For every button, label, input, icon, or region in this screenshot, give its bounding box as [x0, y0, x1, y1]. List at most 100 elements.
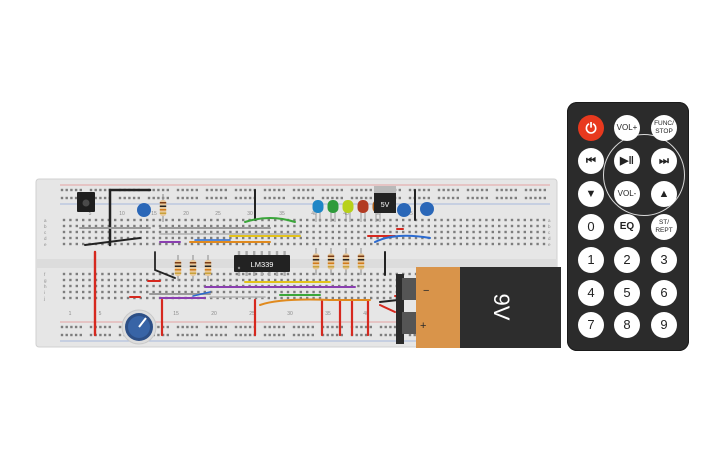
- breadboard-rail-hole[interactable]: [408, 196, 412, 200]
- capacitor[interactable]: [137, 203, 151, 217]
- breadboard-rail-hole[interactable]: [543, 188, 546, 192]
- breadboard-hole[interactable]: [363, 236, 366, 240]
- resistor[interactable]: [159, 194, 167, 222]
- breadboard-hole[interactable]: [126, 290, 130, 294]
- breadboard-rail-hole[interactable]: [282, 188, 285, 192]
- breadboard-rail-hole[interactable]: [350, 196, 354, 200]
- breadboard-rail-hole[interactable]: [277, 325, 281, 329]
- breadboard-hole[interactable]: [139, 284, 142, 288]
- breadboard-hole[interactable]: [376, 278, 379, 282]
- breadboard-hole[interactable]: [82, 290, 85, 294]
- breadboard-hole[interactable]: [382, 218, 386, 222]
- breadboard-hole[interactable]: [293, 236, 296, 240]
- breadboard-hole[interactable]: [370, 290, 373, 294]
- breadboard-hole[interactable]: [75, 236, 78, 240]
- breadboard-hole[interactable]: [88, 284, 91, 288]
- breadboard-hole[interactable]: [235, 290, 238, 294]
- breadboard-rail-hole[interactable]: [186, 333, 189, 337]
- breadboard-hole[interactable]: [184, 230, 187, 234]
- breadboard-hole[interactable]: [139, 278, 142, 282]
- breadboard-hole[interactable]: [210, 290, 213, 294]
- breadboard-hole[interactable]: [402, 242, 405, 246]
- breadboard-hole[interactable]: [472, 236, 475, 240]
- breadboard-hole[interactable]: [120, 218, 123, 222]
- breadboard-hole[interactable]: [299, 290, 302, 294]
- remote-button-n8[interactable]: 8: [614, 312, 640, 338]
- breadboard-hole[interactable]: [267, 296, 270, 300]
- breadboard-rail-hole[interactable]: [224, 325, 227, 329]
- breadboard-rail-hole[interactable]: [108, 333, 111, 337]
- breadboard-hole[interactable]: [152, 224, 155, 228]
- breadboard-hole[interactable]: [229, 224, 232, 228]
- breadboard-hole[interactable]: [325, 278, 328, 282]
- breadboard-hole[interactable]: [325, 230, 328, 234]
- breadboard-hole[interactable]: [165, 236, 168, 240]
- breadboard-rail-hole[interactable]: [302, 196, 305, 200]
- breadboard-hole[interactable]: [318, 296, 322, 300]
- breadboard-hole[interactable]: [427, 242, 430, 246]
- breadboard-rail-hole[interactable]: [340, 188, 343, 192]
- breadboard-hole[interactable]: [69, 284, 72, 288]
- breadboard-hole[interactable]: [203, 284, 206, 288]
- breadboard-hole[interactable]: [267, 230, 270, 234]
- breadboard-hole[interactable]: [248, 278, 251, 282]
- breadboard-rail-hole[interactable]: [99, 325, 102, 329]
- breadboard-hole[interactable]: [120, 224, 123, 228]
- breadboard-hole[interactable]: [242, 230, 245, 234]
- breadboard-rail-hole[interactable]: [311, 196, 314, 200]
- breadboard-hole[interactable]: [293, 224, 296, 228]
- breadboard-rail-hole[interactable]: [210, 196, 213, 200]
- breadboard-rail-hole[interactable]: [311, 325, 314, 329]
- breadboard-hole[interactable]: [408, 272, 411, 276]
- breadboard-hole[interactable]: [229, 242, 232, 246]
- breadboard-rail-hole[interactable]: [263, 333, 267, 337]
- breadboard-hole[interactable]: [146, 296, 149, 300]
- breadboard-hole[interactable]: [75, 296, 78, 300]
- breadboard-rail-hole[interactable]: [500, 188, 503, 192]
- breadboard-hole[interactable]: [158, 242, 162, 246]
- breadboard-hole[interactable]: [178, 224, 181, 228]
- breadboard-rail-hole[interactable]: [282, 196, 285, 200]
- breadboard-rail-hole[interactable]: [456, 188, 459, 192]
- breadboard-rail-hole[interactable]: [524, 196, 528, 200]
- breadboard-hole[interactable]: [171, 242, 174, 246]
- breadboard-rail-hole[interactable]: [268, 325, 271, 329]
- breadboard-rail-hole[interactable]: [248, 196, 252, 200]
- wire-red[interactable]: [379, 304, 396, 313]
- breadboard-hole[interactable]: [62, 272, 66, 276]
- breadboard-hole[interactable]: [82, 278, 85, 282]
- breadboard-hole[interactable]: [299, 242, 302, 246]
- breadboard-hole[interactable]: [261, 290, 264, 294]
- breadboard-hole[interactable]: [158, 218, 162, 222]
- breadboard-hole[interactable]: [114, 296, 117, 300]
- breadboard-rail-hole[interactable]: [451, 196, 455, 200]
- breadboard-hole[interactable]: [210, 236, 213, 240]
- breadboard-hole[interactable]: [530, 230, 533, 234]
- breadboard-hole[interactable]: [82, 218, 85, 222]
- breadboard-hole[interactable]: [286, 224, 290, 228]
- breadboard-hole[interactable]: [197, 236, 200, 240]
- breadboard-hole[interactable]: [280, 296, 283, 300]
- breadboard-rail-hole[interactable]: [268, 333, 271, 337]
- breadboard-hole[interactable]: [184, 236, 187, 240]
- led[interactable]: [312, 200, 324, 222]
- breadboard-hole[interactable]: [370, 272, 373, 276]
- breadboard-hole[interactable]: [376, 290, 379, 294]
- breadboard-hole[interactable]: [370, 224, 373, 228]
- breadboard-rail-hole[interactable]: [210, 333, 213, 337]
- breadboard-hole[interactable]: [267, 236, 270, 240]
- breadboard-rail-hole[interactable]: [181, 333, 184, 337]
- breadboard-rail-hole[interactable]: [326, 325, 329, 329]
- breadboard-rail-hole[interactable]: [65, 333, 68, 337]
- breadboard-rail-hole[interactable]: [355, 325, 358, 329]
- breadboard-hole[interactable]: [485, 236, 488, 240]
- breadboard-hole[interactable]: [491, 236, 494, 240]
- breadboard-hole[interactable]: [453, 242, 456, 246]
- breadboard-hole[interactable]: [171, 236, 174, 240]
- breadboard-hole[interactable]: [357, 290, 360, 294]
- remote-button-st-rept[interactable]: ST/ REPT: [651, 214, 677, 240]
- breadboard-rail-hole[interactable]: [422, 188, 426, 192]
- breadboard-rail-hole[interactable]: [65, 196, 68, 200]
- breadboard-hole[interactable]: [306, 218, 309, 222]
- breadboard-hole[interactable]: [459, 230, 462, 234]
